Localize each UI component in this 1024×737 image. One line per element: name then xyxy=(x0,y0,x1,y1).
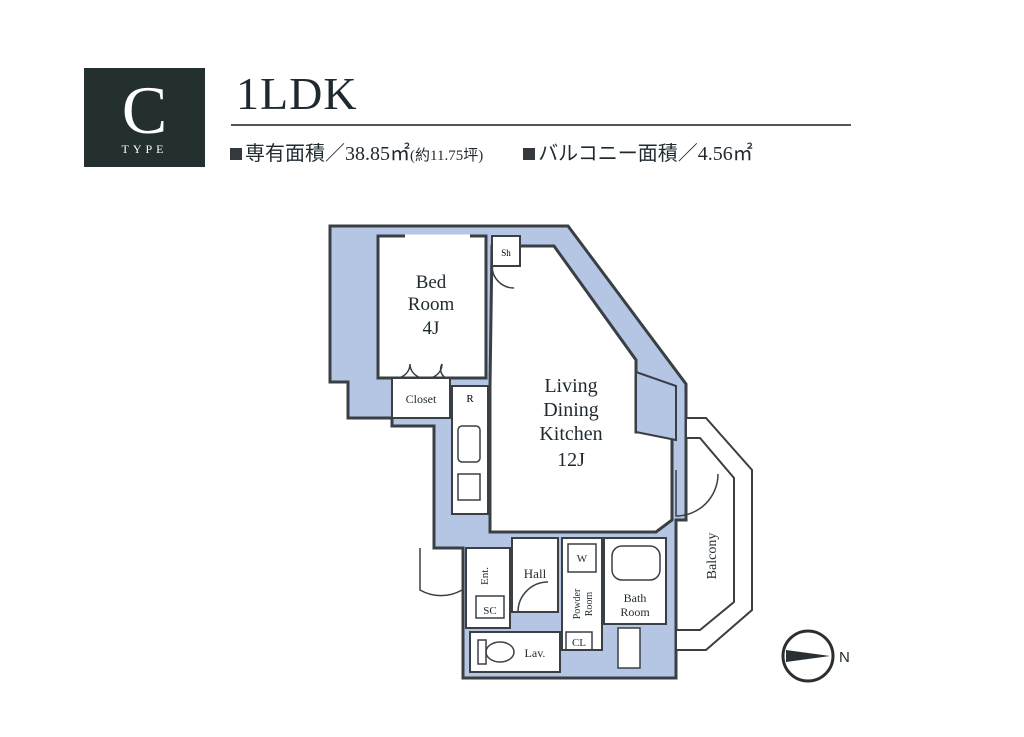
lav-label: Lav. xyxy=(525,646,546,660)
hall-label: Hall xyxy=(524,566,547,581)
hall xyxy=(511,537,559,613)
refrigerator-label: R xyxy=(466,393,474,405)
closet xyxy=(391,377,451,419)
wm-label: W xyxy=(577,553,588,565)
bath-room xyxy=(603,537,667,625)
plan-title: 1LDK xyxy=(236,68,358,119)
bed-room-label-2: Room xyxy=(408,294,455,315)
balcony-area-label: バルコニー面積／ xyxy=(538,143,698,165)
type-badge: C TYPE xyxy=(84,68,205,167)
ldk-size: 12J xyxy=(557,449,585,471)
lavatory xyxy=(469,631,561,673)
type-word: TYPE xyxy=(121,142,168,156)
type-letter: C xyxy=(121,72,168,148)
north-compass-icon xyxy=(781,629,835,683)
entrance xyxy=(465,547,511,629)
bath-label-1: Bath xyxy=(624,591,647,605)
ent-label: Ent. xyxy=(479,567,491,585)
storage-label: Sh xyxy=(501,248,511,258)
balcony-label: Balcony xyxy=(705,533,720,580)
floor-area-label: 専有面積／ xyxy=(245,143,345,165)
closet-label: Closet xyxy=(406,392,437,406)
ldk-label-1: Living xyxy=(544,375,597,397)
north-label: N xyxy=(839,649,850,666)
square-bullet-icon xyxy=(230,148,242,160)
powder-label-1: Powder xyxy=(572,588,583,619)
balcony xyxy=(675,417,753,651)
bed-room-label-1: Bed xyxy=(416,272,447,293)
ldk-label-2: Dining xyxy=(543,399,599,421)
floor-area-value: 38.85㎡ xyxy=(345,143,410,165)
title-divider xyxy=(231,124,851,126)
bath-label-2: Room xyxy=(620,605,650,619)
floor-area-tsubo: (約11.75坪) xyxy=(410,148,484,164)
square-bullet-icon xyxy=(523,148,536,160)
sc-label: SC xyxy=(483,605,496,617)
bed-room-size: 4J xyxy=(423,318,440,339)
powder-label-2: Room xyxy=(584,592,595,617)
ldk-label-3: Kitchen xyxy=(539,423,602,445)
ldk-room xyxy=(488,244,674,534)
spec-row: 専有面積／38.85㎡(約11.75坪) バルコニー面積／4.56㎡ xyxy=(230,137,753,166)
cl-label: CL xyxy=(572,637,586,649)
closet-small xyxy=(617,627,641,669)
balcony-area-value: 4.56㎡ xyxy=(697,143,753,165)
storage-top xyxy=(491,235,521,267)
